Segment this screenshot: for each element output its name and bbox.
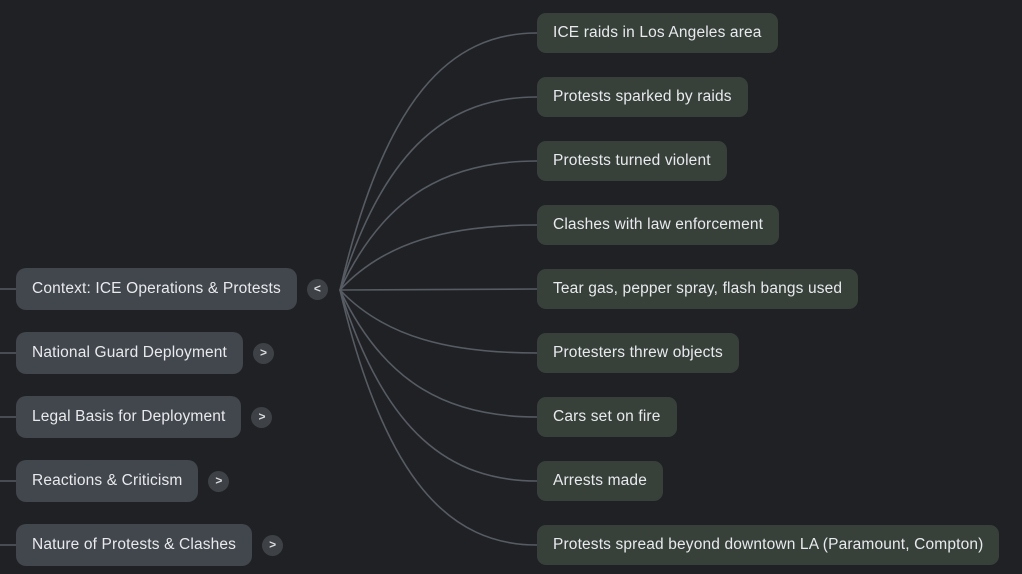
leaf-node-row: Clashes with law enforcement <box>537 205 780 245</box>
connector-line <box>339 160 538 291</box>
leaf-node-row: ICE raids in Los Angeles area <box>537 13 778 53</box>
branch-node-national-guard: National Guard Deployment > <box>16 332 275 374</box>
node-label: Arrests made <box>553 472 647 489</box>
leaf-node-row: Protesters threw objects <box>537 333 739 373</box>
node-arrests-made[interactable]: Arrests made <box>537 461 663 501</box>
node-protests-spread-beyond-downtown[interactable]: Protests spread beyond downtown LA (Para… <box>537 525 1000 565</box>
node-national-guard-deployment[interactable]: National Guard Deployment <box>16 332 244 374</box>
node-protests-turned-violent[interactable]: Protests turned violent <box>537 141 727 181</box>
node-context-ice-operations[interactable]: Context: ICE Operations & Protests <box>16 268 297 310</box>
expand-toggle-button[interactable]: > <box>253 342 275 364</box>
node-ice-raids-la-area[interactable]: ICE raids in Los Angeles area <box>537 13 778 53</box>
node-label: National Guard Deployment <box>32 344 228 361</box>
node-label: Protests turned violent <box>553 152 711 169</box>
chevron-right-icon: > <box>269 537 277 552</box>
node-label: Legal Basis for Deployment <box>32 408 226 425</box>
node-label: Tear gas, pepper spray, flash bangs used <box>553 280 843 297</box>
chevron-right-icon: > <box>260 345 268 360</box>
node-nature-of-protests-clashes[interactable]: Nature of Protests & Clashes <box>16 524 253 566</box>
node-label: Context: ICE Operations & Protests <box>32 280 281 297</box>
branch-node-context: Context: ICE Operations & Protests < <box>16 268 328 310</box>
connector-line <box>339 289 538 354</box>
node-reactions-criticism[interactable]: Reactions & Criticism <box>16 460 199 502</box>
node-label: Cars set on fire <box>553 408 661 425</box>
expand-toggle-button[interactable]: > <box>262 534 284 556</box>
chevron-left-icon: < <box>313 281 321 296</box>
connector-line <box>339 289 538 418</box>
expand-toggle-button[interactable]: > <box>251 406 273 428</box>
expand-toggle-button[interactable]: > <box>208 470 230 492</box>
leaf-node-row: Protests sparked by raids <box>537 77 748 117</box>
node-tear-gas-pepper-spray[interactable]: Tear gas, pepper spray, flash bangs used <box>537 269 859 309</box>
connector-line <box>339 289 538 546</box>
chevron-right-icon: > <box>258 409 266 424</box>
node-protests-sparked-by-raids[interactable]: Protests sparked by raids <box>537 77 748 117</box>
connector-line <box>339 224 538 291</box>
connector-line <box>339 96 538 291</box>
connector-line <box>339 32 538 291</box>
leaf-node-row: Protests spread beyond downtown LA (Para… <box>537 525 1000 565</box>
connector-line <box>339 289 538 482</box>
node-label: Nature of Protests & Clashes <box>32 536 237 553</box>
collapse-toggle-button[interactable]: < <box>306 278 328 300</box>
branch-node-nature-of-protests: Nature of Protests & Clashes > <box>16 524 284 566</box>
branch-node-reactions: Reactions & Criticism > <box>16 460 230 502</box>
chevron-right-icon: > <box>215 473 223 488</box>
node-label: Reactions & Criticism <box>32 472 183 489</box>
leaf-node-row: Protests turned violent <box>537 141 727 181</box>
node-label: Protesters threw objects <box>553 344 723 361</box>
leaf-node-row: Cars set on fire <box>537 397 677 437</box>
node-legal-basis-for-deployment[interactable]: Legal Basis for Deployment <box>16 396 242 438</box>
node-label: Protests sparked by raids <box>553 88 732 105</box>
leaf-node-row: Tear gas, pepper spray, flash bangs used <box>537 269 859 309</box>
node-protesters-threw-objects[interactable]: Protesters threw objects <box>537 333 739 373</box>
node-label: Clashes with law enforcement <box>553 216 764 233</box>
branch-node-legal-basis: Legal Basis for Deployment > <box>16 396 273 438</box>
node-label: Protests spread beyond downtown LA (Para… <box>553 536 984 553</box>
connector-line <box>339 288 538 291</box>
leaf-node-row: Arrests made <box>537 461 663 501</box>
node-label: ICE raids in Los Angeles area <box>553 24 762 41</box>
node-clashes-with-law-enforcement[interactable]: Clashes with law enforcement <box>537 205 780 245</box>
node-cars-set-on-fire[interactable]: Cars set on fire <box>537 397 677 437</box>
